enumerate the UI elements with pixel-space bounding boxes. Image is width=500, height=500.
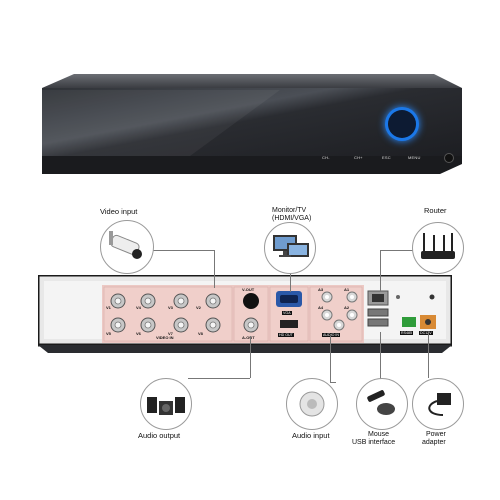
menu-button[interactable]: MENU <box>408 155 421 160</box>
audio-in-label: AUDIO IN <box>322 333 340 337</box>
v-out-label: V-OUT <box>242 287 255 292</box>
dc12v-label: DC12V <box>419 331 433 335</box>
audio-output-callout <box>140 378 192 430</box>
a-out-label: A-OUT <box>242 335 255 340</box>
esc-button[interactable]: ESC <box>382 155 391 160</box>
dvr-front-view: CH- CH+ ESC MENU <box>30 68 470 180</box>
front-buttons-strip: CH- CH+ ESC MENU <box>316 153 466 163</box>
line-router-v <box>380 250 381 292</box>
rear-panel-drawing <box>38 275 452 353</box>
monitor-label-1: Monitor/TV <box>272 207 307 214</box>
audio-label-a3: A3 <box>318 287 324 292</box>
dvr-chassis-drawing <box>42 74 462 174</box>
rs485-label: RS485 <box>400 331 413 335</box>
audio-label-a1: A1 <box>344 287 350 292</box>
camera-icon <box>109 231 142 259</box>
audio-input-callout <box>286 378 338 430</box>
router-icon <box>421 233 455 259</box>
channel-label-v8: V8 <box>198 331 203 336</box>
mouse-label-1: Mouse <box>368 431 390 438</box>
line-router-h <box>380 250 414 251</box>
power-button[interactable] <box>388 110 416 138</box>
line-monitor <box>290 270 291 292</box>
rear-panel: VIDEO IN V1 V2 V3 V4 V5 V6 V7 V8 V-OUT A… <box>38 275 452 353</box>
power-adapter-icon <box>428 393 451 416</box>
line-mouse <box>380 332 381 380</box>
channel-label-v4: V4 <box>136 305 141 310</box>
channel-label-v3: V3 <box>168 305 173 310</box>
video-in-label: VIDEO IN <box>156 335 174 340</box>
audio-input-label: Audio input <box>292 431 330 440</box>
line-audio-output-h <box>188 378 250 379</box>
channel-label-v6: V6 <box>136 331 141 336</box>
vga-label: VGA <box>282 311 292 315</box>
monitor-icon <box>273 235 309 257</box>
power-label-2: adapter <box>422 439 446 446</box>
line-audio-input-v <box>330 336 331 382</box>
ch-plus-button[interactable]: CH+ <box>354 155 363 160</box>
router-callout <box>412 222 464 274</box>
channel-label-v1: V1 <box>106 305 111 310</box>
channel-label-v2: V2 <box>196 305 201 310</box>
audio-label-a2: A2 <box>344 305 350 310</box>
channel-label-v7: V7 <box>168 331 173 336</box>
channel-label-v5: V5 <box>106 331 111 336</box>
audio-label-a4: A4 <box>318 305 324 310</box>
mouse-callout <box>356 378 408 430</box>
power-adapter-callout <box>412 378 464 430</box>
video-input-callout <box>100 220 154 274</box>
monitor-label-2: (HDMI/VGA) <box>272 215 312 222</box>
audio-output-label: Audio output <box>138 431 181 440</box>
monitor-callout <box>264 222 316 274</box>
microphone-icon <box>299 391 325 417</box>
line-video-input-v <box>214 250 215 288</box>
line-audio-output-v <box>250 336 251 378</box>
line-power <box>428 332 429 378</box>
mouse-icon <box>367 390 395 415</box>
video-input-label: Video input <box>100 207 138 216</box>
ch-minus-button[interactable]: CH- <box>322 155 330 160</box>
power-label-1: Power <box>426 431 446 438</box>
router-label: Router <box>424 206 447 215</box>
speaker-icon <box>147 397 185 415</box>
line-video-input <box>148 250 214 251</box>
mouse-label-2: USB interface <box>352 439 396 446</box>
ir-sensor-icon <box>444 153 454 163</box>
line-audio-input-h <box>330 382 336 383</box>
hd-out-label: HD OUT <box>278 333 294 337</box>
